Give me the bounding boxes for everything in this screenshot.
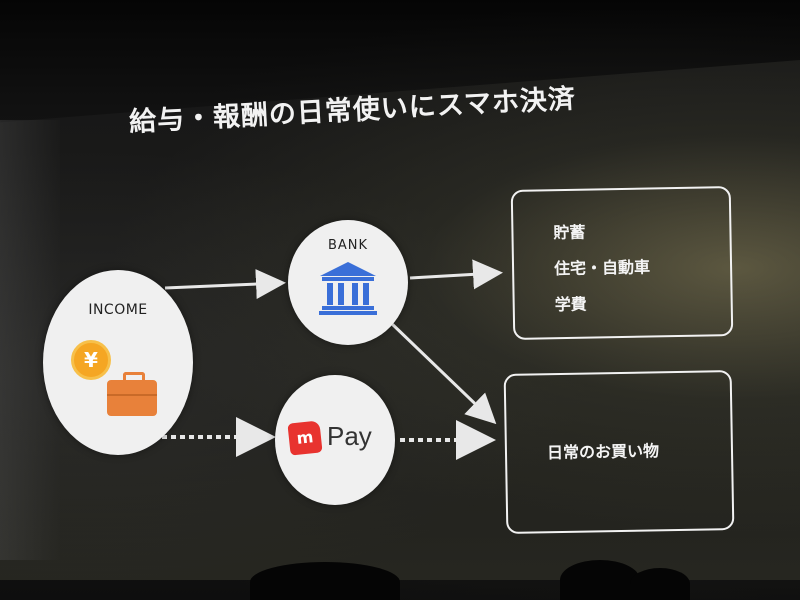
housing-car-item: 住宅・自動車 bbox=[553, 257, 651, 279]
tuition-item: 学費 bbox=[554, 294, 587, 315]
income-node: INCOME ¥ bbox=[43, 270, 193, 455]
audience-silhouettes bbox=[0, 560, 800, 600]
briefcase-icon bbox=[107, 372, 157, 416]
merpay-node: m Pay bbox=[275, 375, 395, 505]
audience-head bbox=[630, 568, 690, 600]
savings-box: 貯蓄 住宅・自動車 学費 bbox=[510, 186, 734, 340]
merpay-logo-icon: m bbox=[287, 420, 323, 456]
audience-head bbox=[250, 562, 400, 600]
daily-shopping-box: 日常のお買い物 bbox=[503, 370, 735, 534]
income-label: INCOME bbox=[88, 302, 148, 318]
daily-shopping-label: 日常のお買い物 bbox=[546, 441, 660, 463]
yen-coin-icon: ¥ bbox=[71, 340, 111, 380]
bank-label: BANK bbox=[327, 238, 369, 253]
audience-head bbox=[560, 560, 640, 600]
savings-item: 貯蓄 bbox=[553, 222, 586, 243]
bank-node: BANK bbox=[288, 220, 408, 345]
bank-building-icon bbox=[319, 262, 377, 315]
pay-label: Pay bbox=[327, 421, 372, 451]
